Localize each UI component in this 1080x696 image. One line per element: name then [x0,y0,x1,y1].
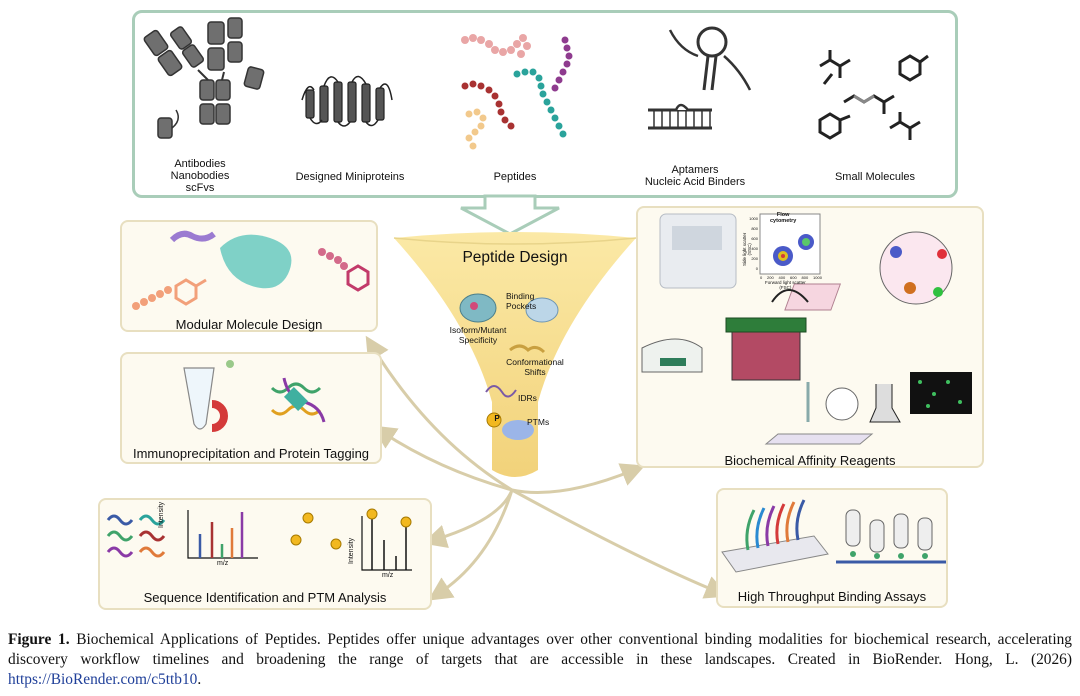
modality-label-aptamers: Aptamers Nucleic Acid Binders [644,164,746,188]
feature-conformational-shifts: Conformational Shifts [506,357,564,377]
peptide-chains-icon [461,34,573,150]
antibody-icon [143,17,265,139]
panel-label-modular: Modular Molecule Design [175,317,323,332]
funnel-title: Peptide Design [462,249,568,266]
feature-ptms: PTMs [527,417,550,427]
down-arrow-icon [460,194,560,236]
panel-label-biochemical: Biochemical Affinity Reagents [724,453,896,468]
modular-molecules-illustration [132,230,370,310]
miniprotein-icon [301,75,393,127]
modality-label-small-molecules: Small Molecules [834,171,916,183]
caption-text: Biochemical Applications of Peptides. Pe… [8,631,1072,668]
figure-caption: Figure 1. Biochemical Applications of Pe… [8,631,1072,688]
panel-sequence-identification: Intensity m/z Intensity m/z Sequence Ide… [98,498,432,610]
modality-label-miniproteins: Designed Miniproteins [295,171,405,183]
panel-immunoprecipitation: Immunoprecipitation and Protein Tagging [120,352,382,464]
ptm-badge: P [494,414,500,423]
binding-assay-illustration [721,499,946,573]
ms-y-label-2: Intensity [348,537,355,564]
aptamer-icon [648,26,752,130]
immunoprecipitation-illustration [183,360,326,432]
panel-label-high-throughput: High Throughput Binding Assays [737,589,927,604]
feature-isoform-specificity: Isoform/Mutant Specificity [449,325,507,345]
mass-spec-illustration [106,508,412,571]
panel-biochemical-affinity: Flow cytometry Side light scatter (SSC) … [636,206,984,468]
peptide-design-funnel [393,232,637,477]
figure-label: Figure 1. [8,631,70,648]
small-molecules-icon [818,50,929,140]
biorender-link[interactable]: https://BioRender.com/c5ttb10 [8,671,198,688]
modality-label-antibodies: Antibodies Nanobodies scFvs [170,158,230,194]
lab-equipment-illustration [641,213,972,445]
flow-cytometry-title: Flow cytometry [770,212,797,224]
panel-high-throughput: High Throughput Binding Assays [716,488,948,608]
ms-y-label-1: Intensity [158,501,165,528]
panel-label-immuno: Immunoprecipitation and Protein Tagging [132,446,370,461]
ms-x-label-2: m/z [382,572,394,579]
feature-idrs: IDRs [518,393,537,403]
feature-binding-pockets: Binding Pockets [506,291,537,311]
panel-modular-molecule-design: Modular Molecule Design [120,220,378,332]
modality-label-peptides: Peptides [493,171,537,183]
flow-cytometry-x-label: Forward light scatter (FSC) [765,280,806,290]
ms-x-label-1: m/z [217,560,229,567]
panel-label-sequence: Sequence Identification and PTM Analysis [143,590,387,605]
